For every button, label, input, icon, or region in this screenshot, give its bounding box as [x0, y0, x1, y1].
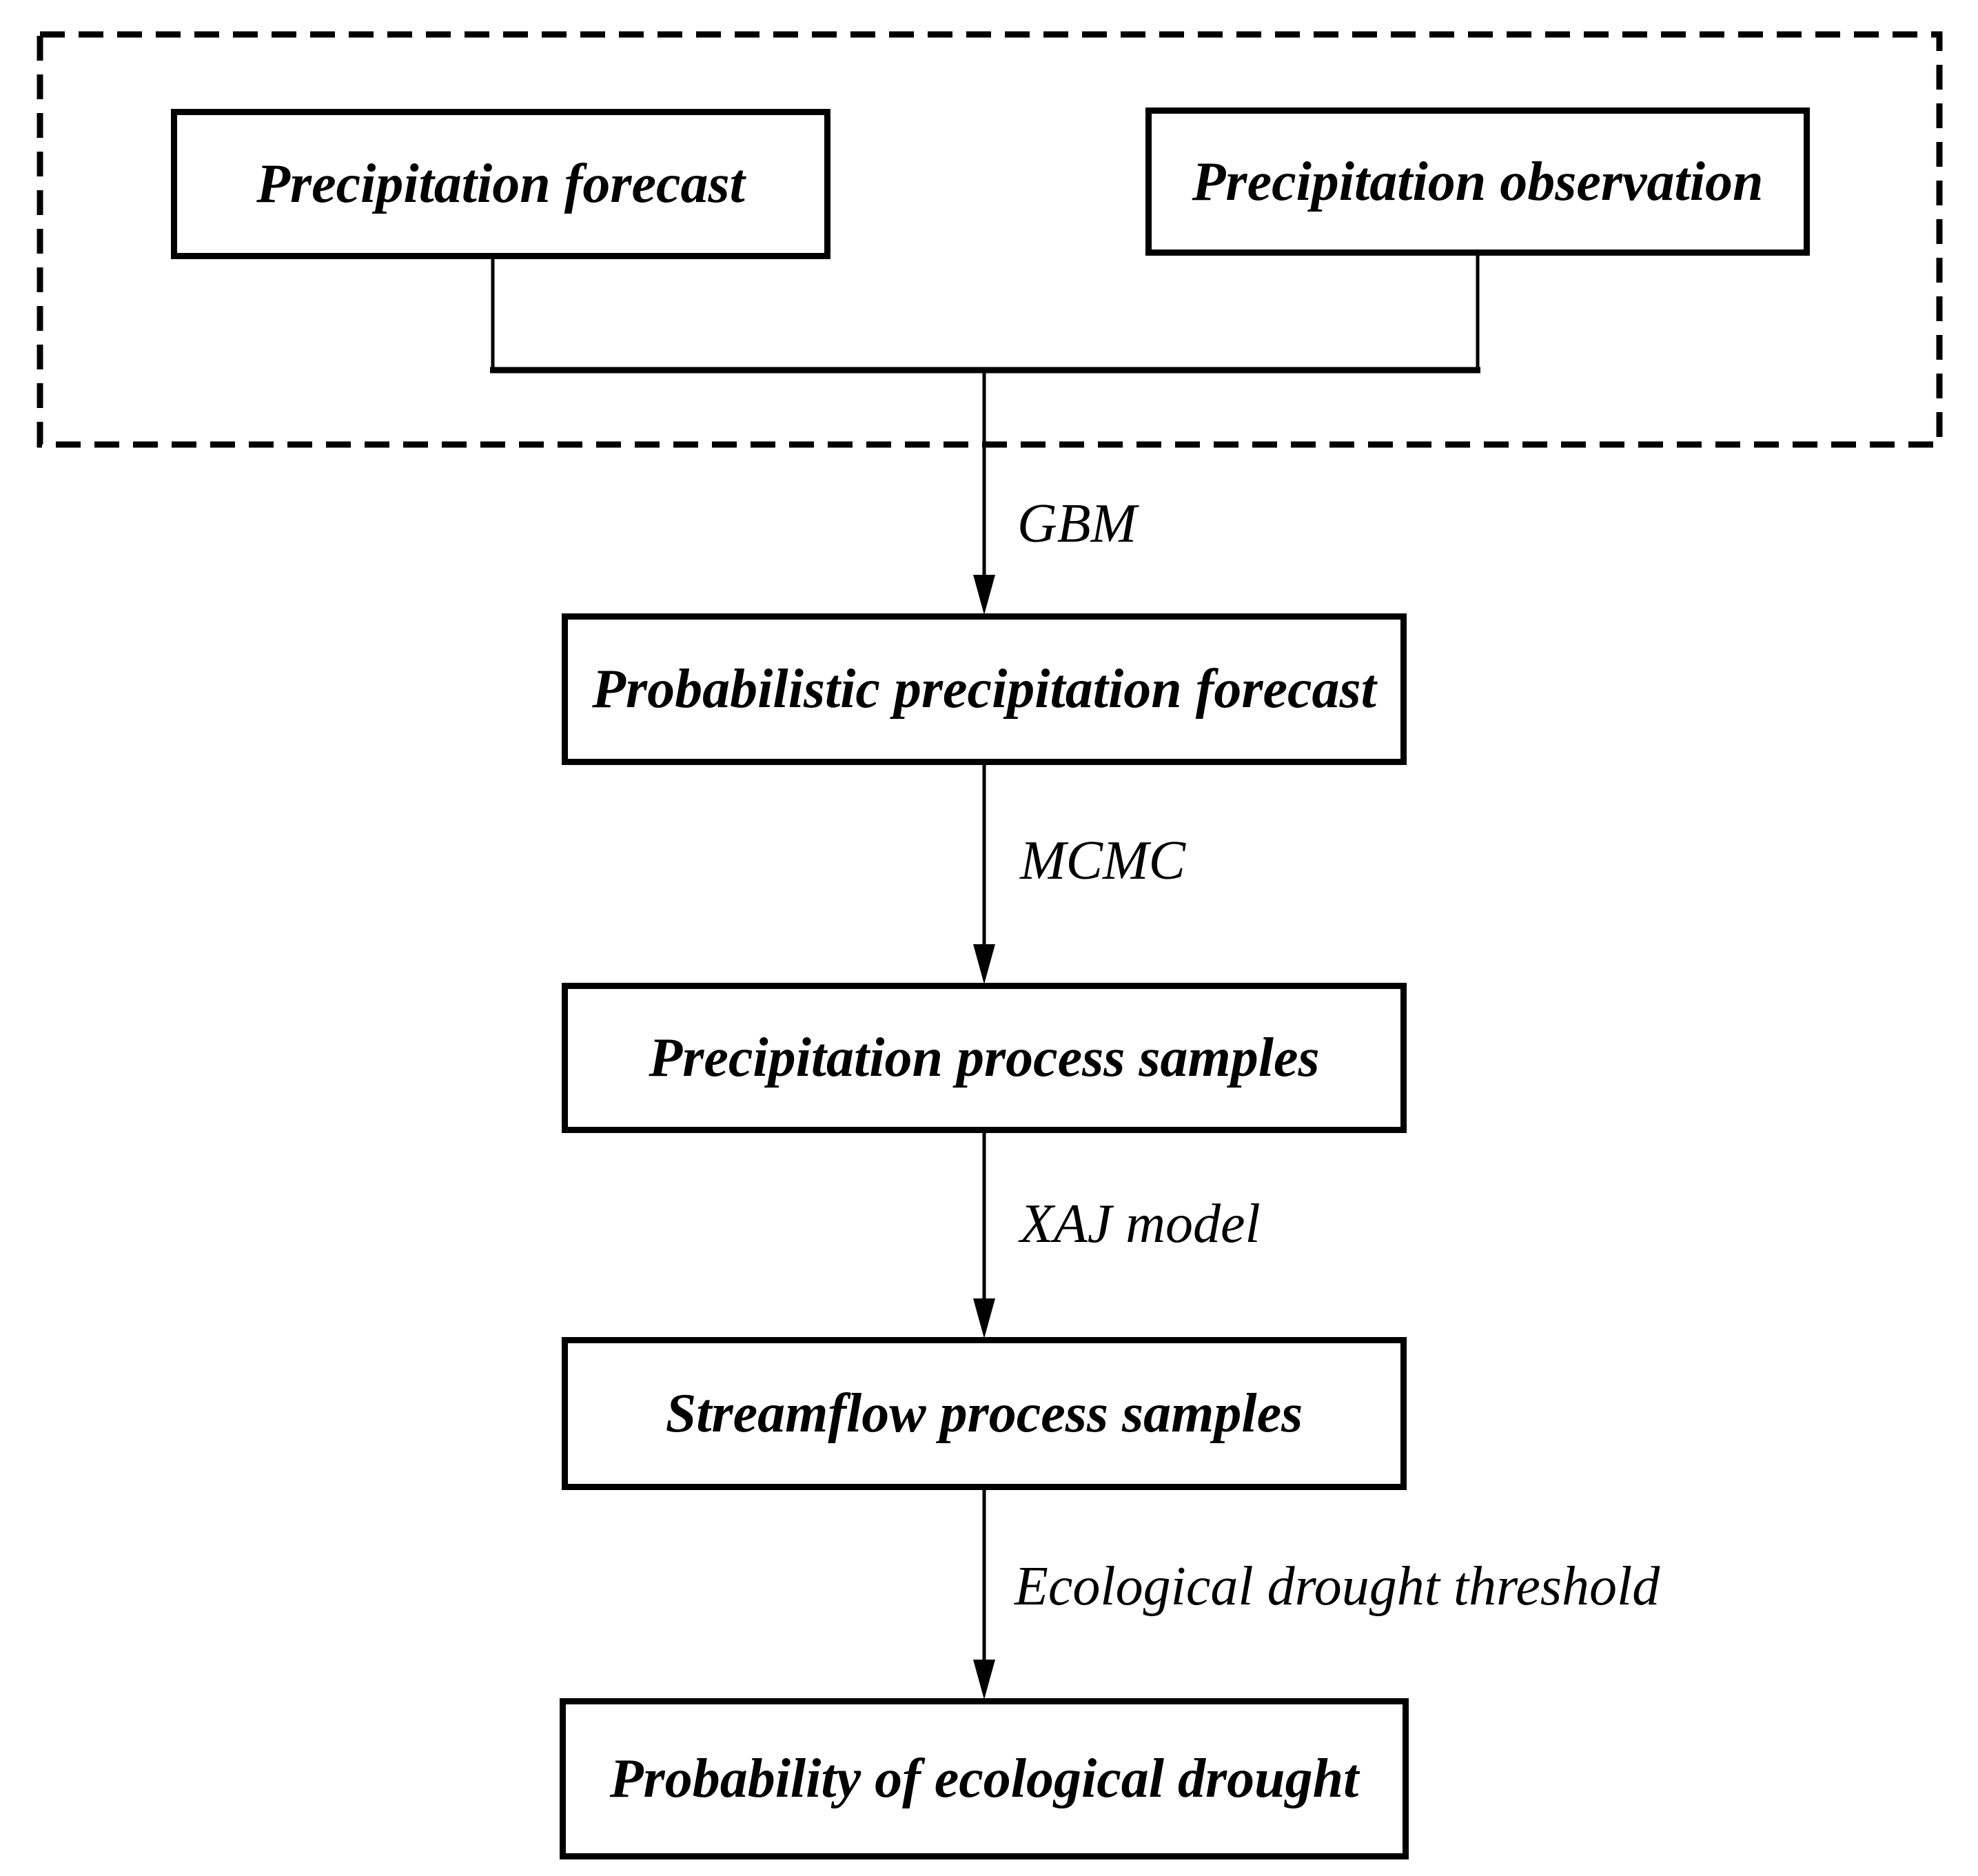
- node-probability-of-ecological-drought: Probability of ecological drought: [560, 1698, 1409, 1859]
- node-streamflow-process-samples: Streamflow process samples: [562, 1337, 1407, 1490]
- input-group-dashed-border: [37, 31, 1943, 448]
- node-streamflow-process-samples-label: Streamflow process samples: [665, 1383, 1303, 1444]
- node-precipitation-observation: Precipitation observation: [1145, 108, 1810, 256]
- edge-label-ecological-drought-threshold: Ecological drought threshold: [1015, 1556, 1660, 1617]
- node-probabilistic-precipitation-forecast-label: Probabilistic precipitation forecast: [592, 659, 1376, 720]
- node-precipitation-forecast: Precipitation forecast: [171, 109, 830, 259]
- node-precipitation-process-samples-label: Precipitation process samples: [649, 1028, 1320, 1088]
- node-probabilistic-precipitation-forecast: Probabilistic precipitation forecast: [562, 613, 1407, 765]
- node-probability-of-ecological-drought-label: Probability of ecological drought: [609, 1748, 1359, 1809]
- edge-label-xaj-model: XAJ model: [1020, 1194, 1261, 1254]
- arrowhead-gbm: [973, 575, 995, 615]
- arrowhead-threshold: [973, 1660, 995, 1700]
- node-precipitation-process-samples: Precipitation process samples: [562, 983, 1407, 1133]
- edge-label-mcmc: MCMC: [1020, 830, 1185, 891]
- node-precipitation-forecast-label: Precipitation forecast: [256, 154, 745, 214]
- arrowhead-xaj: [973, 1298, 995, 1338]
- node-precipitation-observation-label: Precipitation observation: [1192, 151, 1764, 212]
- edge-label-gbm: GBM: [1017, 493, 1137, 554]
- arrowhead-mcmc: [973, 944, 995, 984]
